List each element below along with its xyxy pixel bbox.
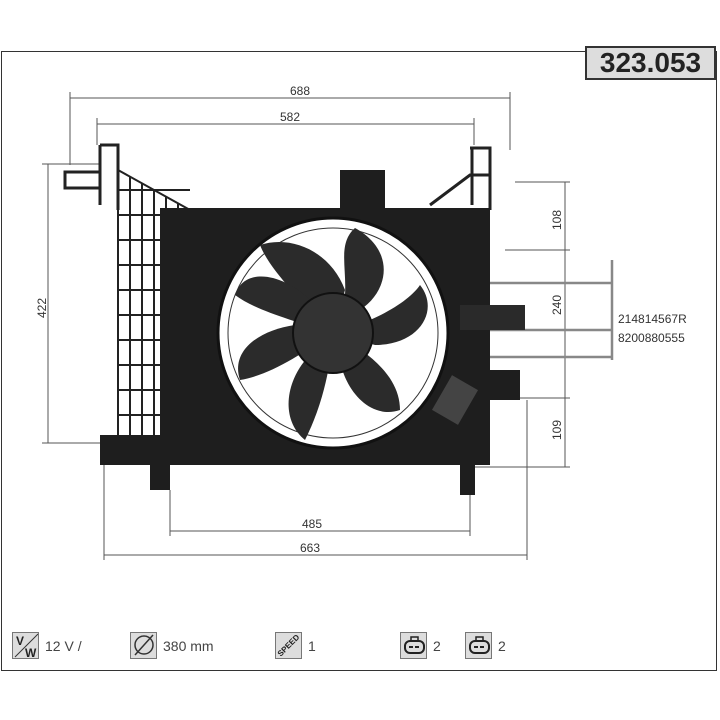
article-number: 323.053 [585,46,716,80]
dim-240: 240 [550,295,564,315]
dim-688: 688 [290,84,310,98]
resistor [432,375,478,425]
connector-icon [465,632,492,659]
bottom-left-foot [100,435,190,465]
dim-108: 108 [550,210,564,230]
drawing-frame [1,51,717,671]
dimension-lines [42,92,570,560]
dim-582: 582 [280,110,300,124]
spec-speed: SPEED 1 [275,632,316,659]
dim-422: 422 [35,298,49,318]
spec-connector: 2 [465,632,506,659]
oem-number: 8200880555 [618,331,685,345]
right-foot [490,370,520,400]
svg-text:V: V [16,634,24,648]
spec-connector: 2 [400,632,441,659]
diameter-icon [130,632,157,659]
top-bracket [340,170,385,210]
spec-diameter: 380 mm [130,632,214,659]
svg-text:W: W [25,646,37,659]
dim-485: 485 [302,517,322,531]
right-bracket [63,143,492,210]
connector-icon [400,632,427,659]
oem-number: 214814567R [618,312,687,326]
speed-icon: SPEED [275,632,302,659]
dim-663: 663 [300,541,320,555]
dim-109: 109 [550,420,564,440]
fan-motor [292,292,374,374]
